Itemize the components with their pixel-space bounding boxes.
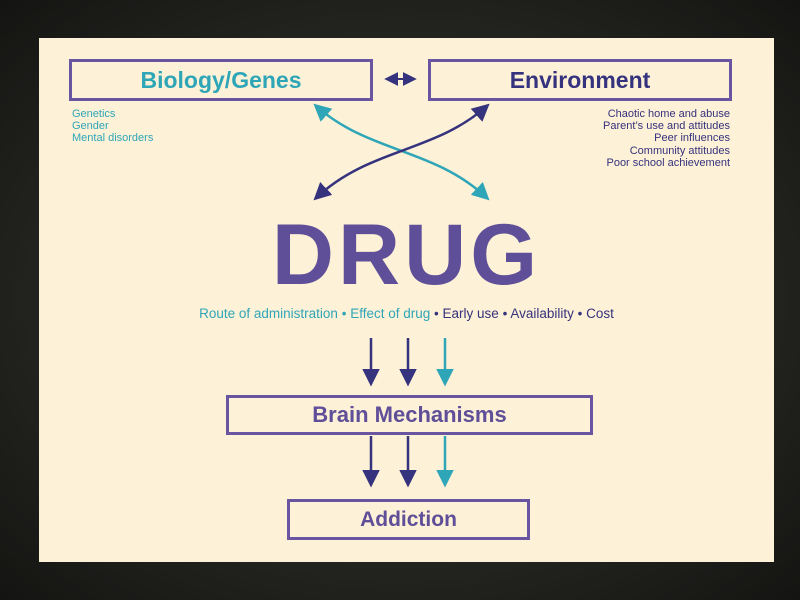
slide: Biology/Genes Environment Genetics Gende…	[39, 38, 774, 562]
biology-factor: Genetics	[72, 108, 116, 120]
drug-property: Early use	[442, 306, 499, 321]
brain-mechanisms-box: Brain Mechanisms	[226, 395, 593, 435]
environment-factor: Poor school achievement	[606, 156, 730, 169]
biology-genes-title: Biology/Genes	[140, 66, 302, 93]
addiction-title: Addiction	[360, 507, 457, 531]
connector-arrows	[313, 72, 490, 488]
environment-box: Environment	[428, 59, 732, 101]
property-separator: •	[502, 306, 508, 321]
drug-property: Route of administration	[199, 306, 338, 321]
brain-mechanisms-title: Brain Mechanisms	[312, 402, 507, 427]
property-separator: •	[434, 306, 439, 321]
drug-property: Availability	[510, 306, 574, 321]
environment-factor: Peer influences	[654, 132, 730, 145]
environment-factor: Parent’s use and attitudes	[603, 120, 730, 133]
environment-title: Environment	[509, 66, 651, 93]
environment-factor: Chaotic home and abuse	[607, 108, 730, 120]
drug-title: DRUG	[271, 207, 542, 303]
biology-factors-list: Genetics Gender Mental disorders	[72, 108, 153, 145]
property-separator: •	[341, 306, 347, 321]
biology-genes-box: Biology/Genes	[69, 59, 373, 101]
property-separator: •	[577, 306, 583, 321]
environment-factors-list: Chaotic home and abuse Parent’s use and …	[603, 108, 730, 169]
navy-cross-arrow	[313, 103, 490, 201]
drug-properties-line: Route of administration • Effect of drug…	[39, 306, 774, 321]
drug-property: Effect of drug	[350, 306, 431, 321]
biology-factor: Gender	[72, 120, 109, 133]
environment-factor: Community attitudes	[629, 144, 730, 157]
biology-factor: Mental disorders	[72, 132, 154, 145]
drug-property: Cost	[586, 306, 614, 321]
addiction-box: Addiction	[287, 499, 530, 540]
